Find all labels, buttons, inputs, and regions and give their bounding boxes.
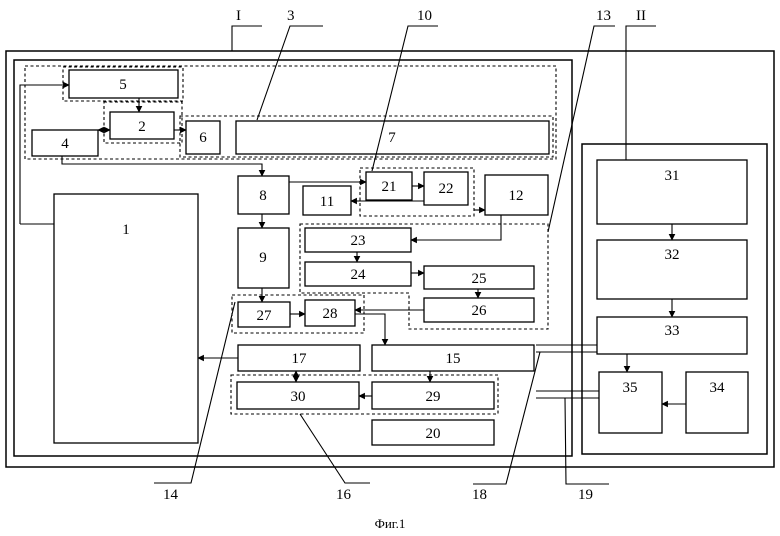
block-11-label: 11: [320, 194, 334, 210]
block-27-label: 27: [257, 308, 273, 324]
block-30-label: 30: [291, 389, 306, 405]
block-1-label: 1: [122, 222, 130, 238]
block-28-label: 28: [323, 306, 338, 322]
leader-lines: [154, 26, 656, 484]
system-i-label: I: [236, 8, 241, 24]
block-15-label: 15: [446, 351, 461, 367]
figure-caption: Фиг.1: [375, 516, 406, 531]
callout-14: 14: [163, 487, 179, 503]
callout-13: 13: [596, 8, 611, 24]
block-24-label: 24: [351, 267, 367, 283]
callout-19: 19: [578, 487, 593, 503]
block-26-label: 26: [472, 303, 488, 319]
block-34-label: 34: [710, 380, 726, 396]
block-5-label: 5: [119, 77, 127, 93]
block-9-label: 9: [259, 250, 267, 266]
block-25-label: 25: [472, 271, 487, 287]
block-17-label: 17: [292, 351, 308, 367]
block-33-label: 33: [665, 323, 680, 339]
block-31-label: 31: [665, 168, 680, 184]
block-7-label: 7: [388, 130, 396, 146]
block-23-label: 23: [351, 233, 366, 249]
callout-3: 3: [287, 8, 295, 24]
block-6-label: 6: [199, 130, 207, 146]
block-8-label: 8: [259, 188, 267, 204]
block-29-label: 29: [426, 389, 441, 405]
block-4-label: 4: [61, 136, 69, 152]
block-35-label: 35: [623, 380, 638, 396]
block-22-label: 22: [439, 181, 454, 197]
block-20-label: 20: [426, 426, 441, 442]
callout-18: 18: [472, 487, 487, 503]
callout-10: 10: [417, 8, 432, 24]
system-ii-label: II: [636, 8, 646, 24]
block-32-label: 32: [665, 247, 680, 263]
callout-16: 16: [336, 487, 352, 503]
block-2-label: 2: [138, 119, 146, 135]
block-21-label: 21: [382, 179, 397, 195]
block-12-label: 12: [509, 188, 524, 204]
